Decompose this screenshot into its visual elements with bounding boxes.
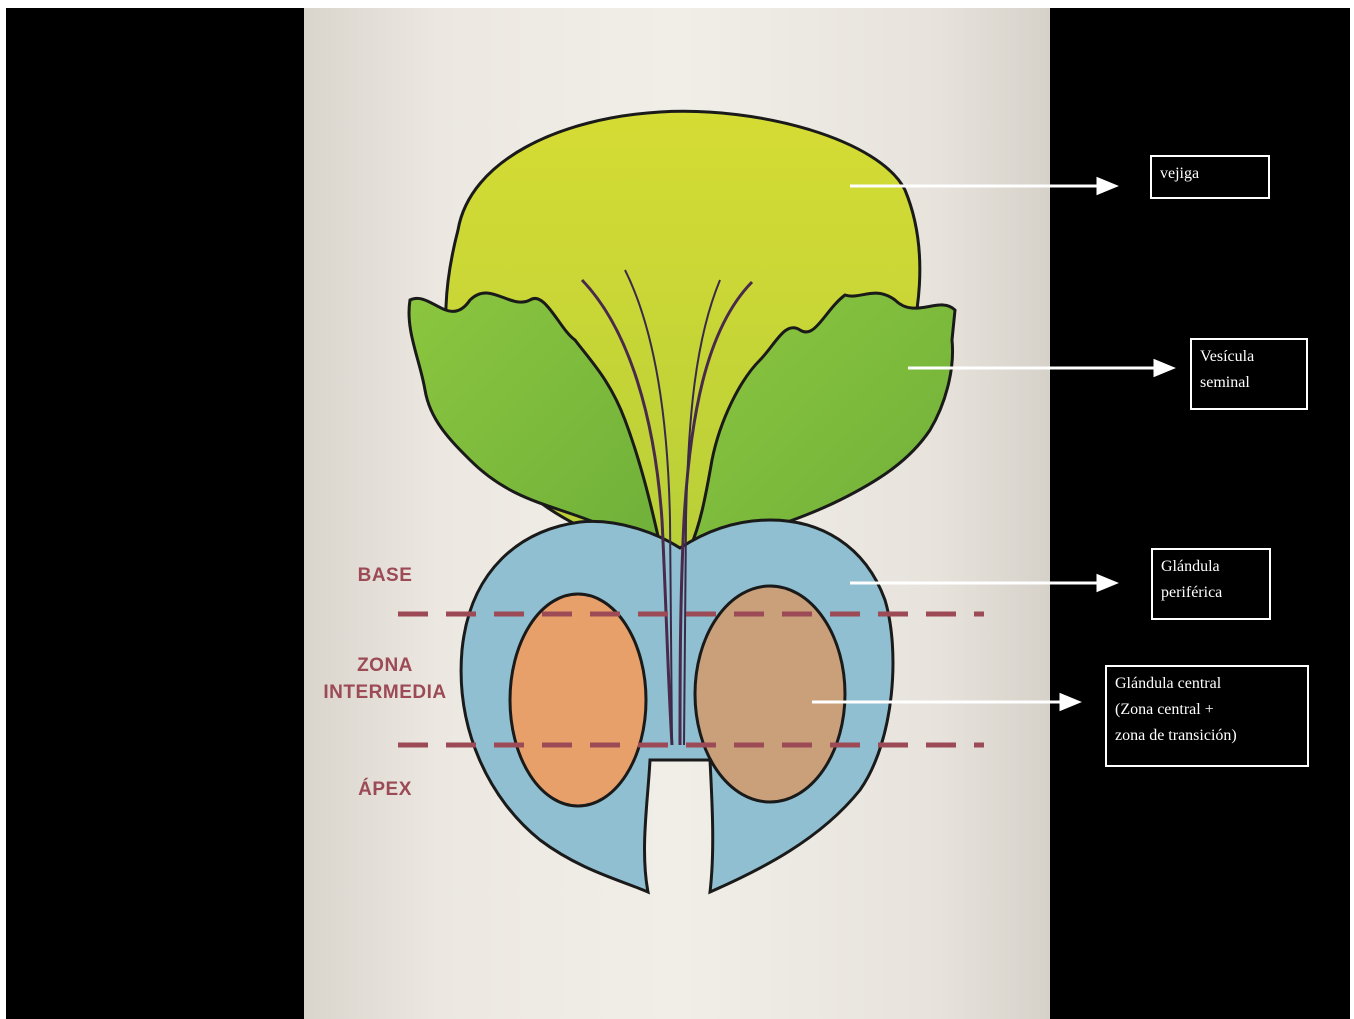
zone-label-base: BASE <box>340 562 430 589</box>
label-vejiga: vejiga <box>1150 155 1270 199</box>
label-central-text: Glándula central (Zona central + zona de… <box>1115 671 1299 749</box>
label-glandula-periferica: Glándula periférica <box>1151 548 1271 620</box>
central-gland-left <box>510 594 646 806</box>
central-gland-right <box>695 586 845 802</box>
zone-label-intermedia: ZONA INTERMEDIA <box>310 652 460 706</box>
zone-label-apex: ÁPEX <box>340 776 430 803</box>
label-glandula-central: Glándula central (Zona central + zona de… <box>1105 665 1309 767</box>
label-vesicula-seminal: Vesícula seminal <box>1190 338 1308 410</box>
label-periferica-text: Glándula periférica <box>1161 554 1261 606</box>
label-vejiga-text: vejiga <box>1160 161 1260 187</box>
label-vesicula-text: Vesícula seminal <box>1200 344 1298 396</box>
